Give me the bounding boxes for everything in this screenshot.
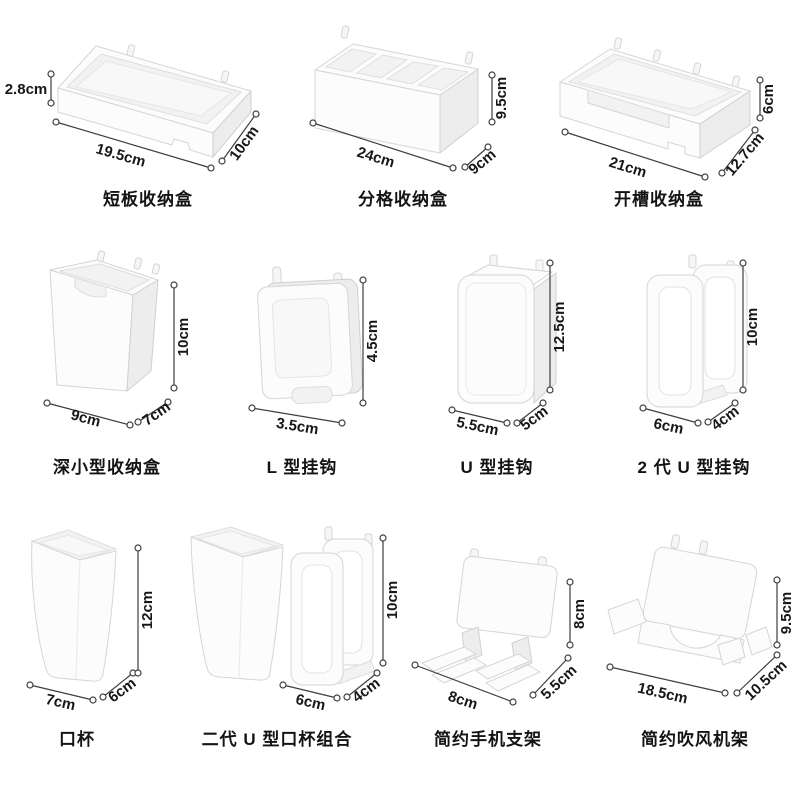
u-hook-shape [457,254,557,405]
dim-height: 12cm [134,544,156,677]
dim-length: 7cm [26,681,97,714]
short-tray-shape [57,44,252,159]
dryer-rack-shape [607,534,773,666]
length-label: 19.5cm [94,140,148,170]
length-label: 6cm [294,691,327,714]
length-label: 3.5cm [275,415,320,438]
phone-stand-illustration: 8cm 5.5cm 8cm [411,548,588,713]
height-label: 12.5cm [551,302,568,353]
height-label: 6cm [760,84,777,114]
l-hook-illustration: 3.5cm 4.5cm [248,266,381,438]
dim-height: 6cm [756,76,777,122]
dim-depth: 7cm [134,398,174,430]
height-label: 9.5cm [778,592,795,635]
depth-label: 4cm [708,403,742,435]
short-tray-illustration: 2.8cm 19.5cm 10cm [5,44,263,172]
length-label: 7cm [44,691,77,714]
dim-height: 8cm [566,578,588,649]
dim-height: 2.8cm [5,70,55,107]
product-card-divided-box: 24cm 9cm 9.5cm [290,10,540,210]
dim-length: 6cm [279,681,341,714]
cup-illustration: 7cm 6cm 12cm [26,529,156,714]
depth-label: 9cm [465,146,499,178]
u-hook-gen2-shape [646,254,748,408]
dim-length: 5.5cm [448,406,511,439]
height-label: 2.8cm [5,81,48,98]
slotted-box-illustration: 21cm 12.7cm 6cm [558,37,777,181]
dim-height: 4.5cm [359,276,381,407]
dim-depth: 10.5cm [733,651,791,704]
dryer-rack-illustration: 18.5cm 10.5cm 9.5cm [606,534,795,708]
dim-length: 18.5cm [606,663,729,708]
product-name-phone-stand: 简约手机支架 [434,730,542,749]
product-card-phone-stand: 8cm 5.5cm 8cm [410,515,605,755]
dim-length: 3.5cm [248,404,346,438]
cup-combo-shape [189,526,376,686]
deep-bin-illustration: 9cm 7cm 10cm [43,250,192,431]
deep-bin-shape [49,250,161,393]
product-name-slotted-box: 开槽收纳盒 [614,190,704,209]
product-card-dryer-rack: 18.5cm 10.5cm 9.5cm [600,515,800,755]
dim-depth: 5cm [513,399,551,435]
slotted-box-shape [558,37,752,159]
product-card-u-hook-gen2: 6cm 4cm 10cm [625,245,800,465]
product-name-deep-bin: 深小型收纳盒 [53,458,161,477]
product-name-u-hook-gen2: 2 代 U 型挂钩 [637,458,751,477]
product-name-short-tray: 短板收纳盒 [103,190,193,209]
height-label: 10cm [384,581,401,619]
u-hook-gen2-illustration: 6cm 4cm 10cm [639,254,761,438]
dim-depth: 5.5cm [529,654,580,703]
length-label: 5.5cm [455,414,500,439]
divided-box-illustration: 24cm 9cm 9.5cm [309,25,510,178]
height-label: 9.5cm [493,77,510,120]
length-label: 6cm [652,415,685,438]
dim-depth: 4cm [704,399,742,435]
dim-length: 9cm [43,399,134,431]
dim-height: 10cm [739,259,761,394]
dim-depth: 9cm [461,143,499,178]
dim-height: 12.5cm [546,259,568,394]
height-label: 4.5cm [364,320,381,363]
height-label: 10cm [744,308,761,346]
cup-shape [30,529,118,682]
divided-box-shape [313,25,480,155]
dim-height: 9.5cm [773,576,795,649]
product-name-divided-box: 分格收纳盒 [358,190,448,209]
product-card-u-hook: 5.5cm 5cm 12.5cm [440,245,605,465]
product-name-cup-combo: 二代 U 型口杯组合 [201,730,353,749]
depth-label: 10.5cm [742,657,791,704]
depth-label: 5cm [517,403,551,435]
cup-combo-illustration: 6cm 4cm 10cm [189,526,401,714]
product-card-short-tray: 2.8cm 19.5cm 10cm [0,20,295,210]
dim-height: 9.5cm [488,71,510,126]
product-card-deep-bin: 9cm 7cm 10cm [15,245,215,465]
l-hook-shape [257,266,363,405]
dim-height: 10cm [170,281,192,392]
length-label: 21cm [607,154,649,181]
u-hook-illustration: 5.5cm 5cm 12.5cm [448,254,568,439]
product-name-l-hook: L 型挂钩 [266,458,338,477]
dim-length: 6cm [639,404,702,438]
length-label: 8cm [446,688,480,713]
depth-label: 6cm [105,675,139,707]
product-card-cup-combo: 6cm 4cm 10cm [175,515,405,755]
height-label: 8cm [571,599,588,629]
product-name-cup: 口杯 [59,730,95,749]
dim-height: 10cm [379,534,401,667]
product-card-slotted-box: 21cm 12.7cm 6cm [545,10,800,210]
product-name-dryer-rack: 简约吹风机架 [641,730,749,749]
product-name-u-hook: U 型挂钩 [460,458,534,477]
depth-label: 4cm [349,675,383,707]
length-label: 9cm [69,406,102,430]
product-card-cup: 7cm 6cm 12cm [10,515,175,755]
height-label: 10cm [175,318,192,356]
product-card-l-hook: 3.5cm 4.5cm [240,245,410,465]
dim-depth: 6cm [99,669,139,707]
height-label: 12cm [139,591,156,629]
phone-stand-shape [420,548,558,692]
length-label: 18.5cm [636,680,689,708]
